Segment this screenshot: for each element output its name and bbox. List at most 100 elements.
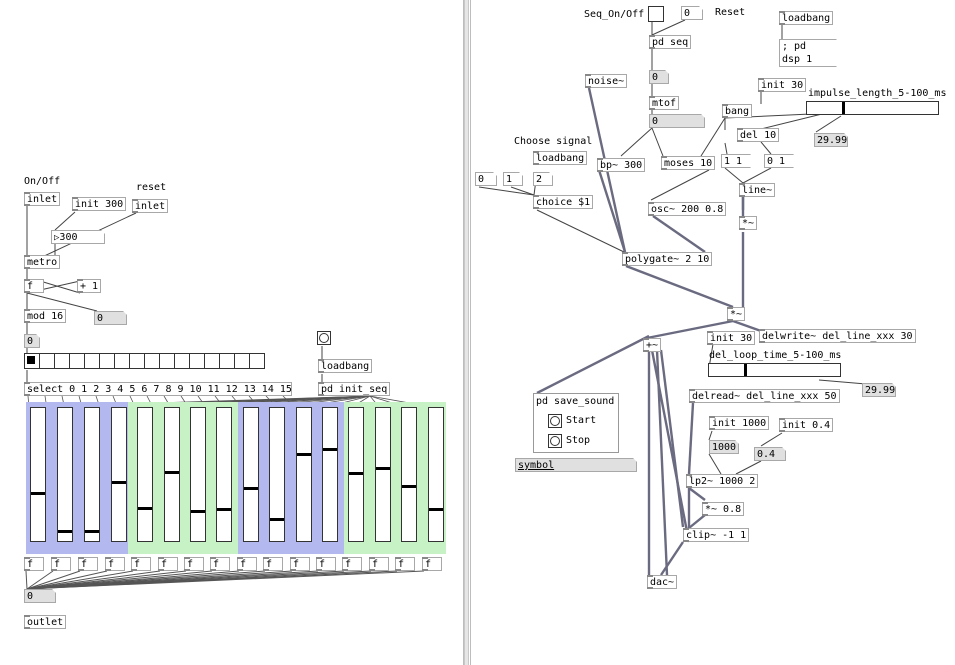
- inlet-reset[interactable]: inlet: [132, 199, 169, 213]
- mod16-object[interactable]: mod 16: [24, 309, 67, 323]
- init-bang[interactable]: [317, 331, 331, 345]
- radio-cell[interactable]: [249, 353, 265, 369]
- loadbang-choice[interactable]: loadbang: [533, 151, 588, 165]
- bang-object[interactable]: bang: [722, 104, 753, 118]
- step-slider[interactable]: [322, 407, 338, 542]
- step-slider[interactable]: [137, 407, 153, 542]
- msg-0-1[interactable]: 0 1: [764, 154, 794, 168]
- mult-object-1[interactable]: *~: [739, 216, 758, 230]
- radio-cell[interactable]: [129, 353, 145, 369]
- radio-cell[interactable]: [39, 353, 55, 369]
- float-object[interactable]: f: [24, 279, 44, 293]
- symbol-box[interactable]: symbol: [515, 458, 637, 472]
- step-float[interactable]: f: [290, 557, 310, 571]
- step-float[interactable]: f: [210, 557, 230, 571]
- polygate-object[interactable]: polygate~ 2 10: [622, 252, 713, 266]
- loop-time-value[interactable]: 29.99: [862, 383, 896, 397]
- step-slider[interactable]: [401, 407, 417, 542]
- delread-object[interactable]: delread~ del_line_xxx 50: [689, 389, 840, 403]
- number-300[interactable]: ▷300: [51, 230, 105, 244]
- step-slider[interactable]: [375, 407, 391, 542]
- window-divider[interactable]: [464, 0, 469, 665]
- choice-1[interactable]: 1: [503, 172, 523, 186]
- number-box-step[interactable]: 0: [24, 334, 40, 348]
- metro-object[interactable]: metro: [24, 255, 61, 269]
- loop-time-slider[interactable]: [708, 363, 841, 377]
- select-object[interactable]: select 0 1 2 3 4 5 6 7 8 9 10 11 12 13 1…: [24, 382, 292, 396]
- step-float[interactable]: f: [24, 557, 44, 571]
- moses-object[interactable]: moses 10: [661, 156, 716, 170]
- init-0-4[interactable]: init 0.4: [779, 418, 834, 432]
- seq-toggle[interactable]: [648, 6, 664, 22]
- feedback-number[interactable]: 0.4: [754, 447, 786, 461]
- osc-object[interactable]: osc~ 200 0.8: [648, 202, 727, 216]
- reset-number[interactable]: 0: [681, 6, 703, 20]
- del-10[interactable]: del 10: [737, 128, 780, 142]
- step-slider[interactable]: [269, 407, 285, 542]
- step-radio[interactable]: [24, 353, 265, 369]
- pitch-number[interactable]: 0: [649, 70, 669, 84]
- bandpass-object[interactable]: bp~ 300: [597, 158, 646, 172]
- step-slider[interactable]: [428, 407, 444, 542]
- step-float[interactable]: f: [342, 557, 362, 571]
- choice-object[interactable]: choice $1: [533, 195, 594, 209]
- init-30-b[interactable]: init 30: [707, 331, 756, 345]
- clip-object[interactable]: clip~ -1 1: [683, 528, 750, 542]
- outlet-object[interactable]: outlet: [24, 615, 67, 629]
- plus-object[interactable]: +~: [643, 338, 662, 352]
- freq-number[interactable]: 0: [649, 114, 705, 128]
- radio-cell[interactable]: [69, 353, 85, 369]
- mult-0-8[interactable]: *~ 0.8: [702, 502, 745, 516]
- step-slider[interactable]: [30, 407, 46, 542]
- radio-cell[interactable]: [54, 353, 70, 369]
- stop-bang[interactable]: [548, 434, 562, 448]
- step-float[interactable]: f: [316, 557, 336, 571]
- step-float[interactable]: f: [51, 557, 71, 571]
- radio-cell[interactable]: [24, 353, 40, 369]
- pd-seq[interactable]: pd seq: [649, 35, 692, 49]
- delwrite-object[interactable]: delwrite~ del_line_xxx 30: [759, 329, 916, 343]
- step-slider[interactable]: [296, 407, 312, 542]
- dac-object[interactable]: dac~: [647, 575, 678, 589]
- radio-cell[interactable]: [234, 353, 250, 369]
- init-1000[interactable]: init 1000: [709, 416, 770, 430]
- radio-cell[interactable]: [84, 353, 100, 369]
- loadbang-object[interactable]: loadbang: [318, 359, 373, 373]
- radio-cell[interactable]: [219, 353, 235, 369]
- init-30[interactable]: init 30: [758, 78, 807, 92]
- radio-cell[interactable]: [189, 353, 205, 369]
- step-float[interactable]: f: [237, 557, 257, 571]
- radio-cell[interactable]: [204, 353, 220, 369]
- init-300[interactable]: init 300: [72, 197, 127, 211]
- impulse-length-slider[interactable]: [806, 101, 939, 115]
- step-float[interactable]: f: [263, 557, 283, 571]
- step-slider[interactable]: [243, 407, 259, 542]
- cutoff-number[interactable]: 1000: [709, 440, 739, 454]
- noise-object[interactable]: noise~: [585, 74, 628, 88]
- step-slider[interactable]: [57, 407, 73, 542]
- radio-cell[interactable]: [174, 353, 190, 369]
- radio-cell[interactable]: [144, 353, 160, 369]
- pd-init-seq[interactable]: pd init_seq: [318, 382, 391, 396]
- msg-1-1[interactable]: 1 1: [721, 154, 751, 168]
- step-slider[interactable]: [164, 407, 180, 542]
- step-slider[interactable]: [190, 407, 206, 542]
- step-slider[interactable]: [348, 407, 364, 542]
- number-box-output[interactable]: 0: [24, 589, 56, 603]
- radio-cell[interactable]: [159, 353, 175, 369]
- step-slider[interactable]: [216, 407, 232, 542]
- dsp-message[interactable]: ; pd dsp 1: [779, 39, 837, 67]
- step-float[interactable]: f: [422, 557, 442, 571]
- step-slider[interactable]: [84, 407, 100, 542]
- mult-object-2[interactable]: *~: [727, 307, 746, 321]
- step-float[interactable]: f: [131, 557, 151, 571]
- number-box-counter[interactable]: 0: [94, 311, 127, 325]
- step-float[interactable]: f: [105, 557, 125, 571]
- choice-2[interactable]: 2: [533, 172, 553, 186]
- step-float[interactable]: f: [78, 557, 98, 571]
- radio-cell[interactable]: [99, 353, 115, 369]
- loadbang-dsp[interactable]: loadbang: [779, 11, 834, 25]
- step-float[interactable]: f: [158, 557, 178, 571]
- impulse-value[interactable]: 29.99: [814, 133, 848, 147]
- plus-one-object[interactable]: + 1: [77, 279, 102, 293]
